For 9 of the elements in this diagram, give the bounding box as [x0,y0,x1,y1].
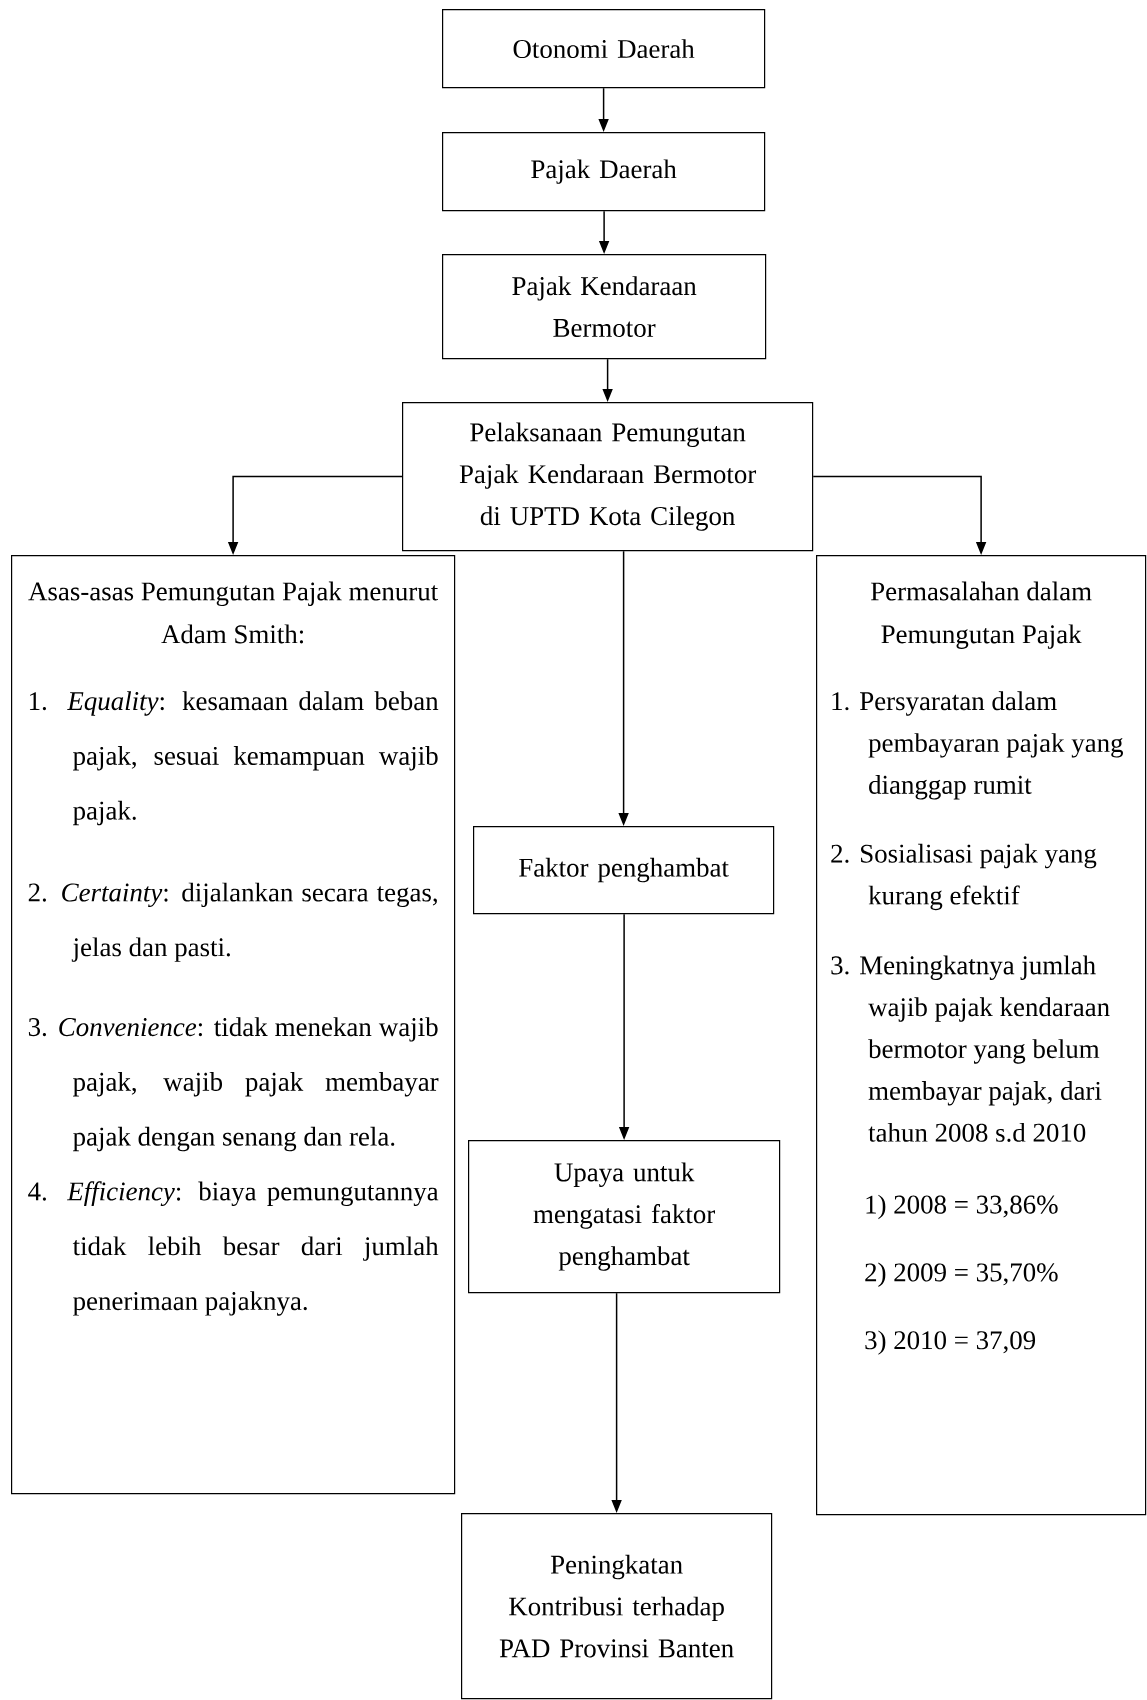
process-box: Peningkatan Kontribusi terhadap PAD Provinsi Banten [461,1513,773,1700]
process-box: Pajak Daerah [442,132,766,212]
process-box: Pelaksanaan Pemungutan Pajak Kendaraan Bermotor di UPTD Kota Cilegon [402,402,814,552]
process-box: Pajak Kendaraan Bermotor [442,254,767,360]
process-box: Faktor penghambat [473,826,775,915]
list-box: Asas-asas Pemungutan Pajak menurut Adam Smith: 1. Equality: kesamaan dalam beban pajak, sesuai kemampuan wajib pajak. 2. Certainty: dijalankan secara tegas, jelas dan pasti. 3. Convenience: tidak menekan wajib pajak, wajib pajak membayar pajak dengan senang dan rela. 4. Efficiency: biaya pemungutannya tidak lebih besar dari jumlah penerimaan pajaknya. [11,555,456,1495]
list-box: Permasalahan dalam Pemungutan Pajak 1. Persyaratan dalam pembayaran pajak yang dianggap rumit 2. Sosialisasi pajak yang kurang efektif 3. Meningkatnya jumlah wajib pajak kendaraan bermotor yang belum membayar pajak, dari tahun 2008 s.d 2010 1) 2008 = 33,86% 2) 2009 = 35,70% 3) 2010 = 37,09 [816,555,1147,1516]
process-box: Otonomi Daerah [442,9,766,89]
process-box: Upaya untuk mengatasi faktor penghambat [468,1140,781,1294]
